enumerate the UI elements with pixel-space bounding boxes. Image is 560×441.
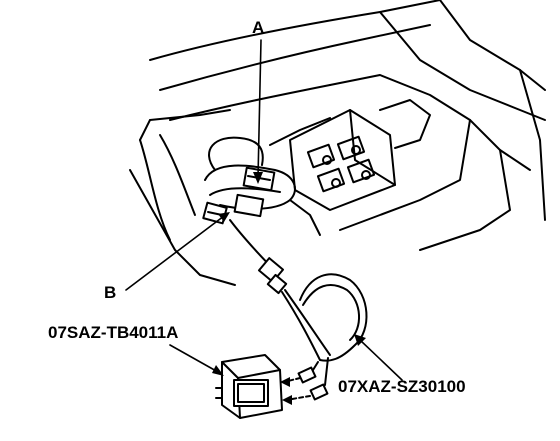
leader-tool-box [169,344,219,373]
test-box [215,354,283,419]
callout-b: B [104,283,117,302]
leader-lines [125,39,403,381]
leader-arrowheads [212,172,366,376]
test-harness [229,219,368,401]
relay-block [269,99,431,211]
callout-tool-box: 07SAZ-TB4011A [48,323,179,342]
callout-a: A [252,18,265,37]
connector-group [202,166,276,225]
connector-b-female [233,193,265,218]
leader-tool-harness [359,339,403,381]
fender [129,109,236,286]
leader-a [257,39,262,179]
leader-b [125,215,225,291]
callout-tool-harness: 07XAZ-SZ30100 [338,377,466,396]
arrow-heads [280,377,292,405]
